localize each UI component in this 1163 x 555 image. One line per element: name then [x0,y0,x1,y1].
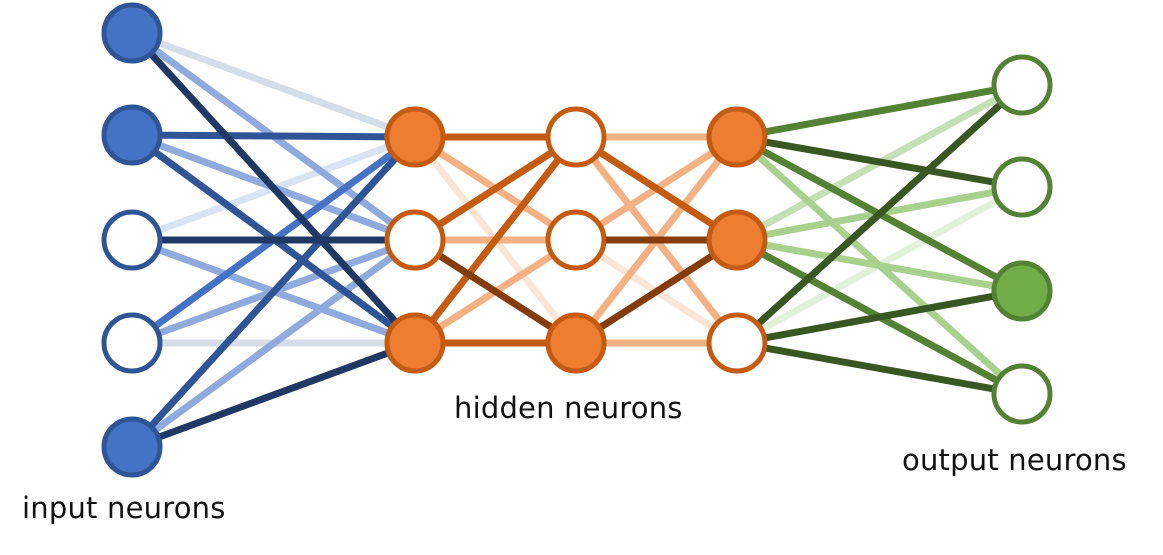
connection-i5-a3 [130,339,417,451]
connection-c3-o1 [734,82,1025,346]
output-neuron-o3-active [991,260,1053,322]
input-neuron-i2-active [101,104,163,166]
hidden-2-neuron-b1-inactive [545,106,607,168]
connection-i5-a2 [129,237,418,450]
connection-i5-a1 [129,134,418,450]
hidden-3-neuron-c2-active [706,209,768,271]
connection-i1-a1 [130,29,417,141]
hidden-3-neuron-c1-active [706,106,768,168]
neurons [101,2,1053,478]
output-neuron-o2-inactive [991,156,1053,218]
connection-c3-o3 [736,287,1023,347]
hidden-3-neuron-c3-inactive [706,312,768,374]
connection-c3-o4 [736,339,1023,398]
hidden-1-neuron-a2-inactive [384,209,446,271]
connection-a2-b1 [413,134,578,243]
hidden-2-neuron-b3-active [545,312,607,374]
connection-a3-b1 [412,134,579,346]
connection-c1-o2 [736,133,1023,191]
hidden-layer-label: hidden neurons [454,391,683,425]
connection-b1-c2 [574,134,739,243]
connection-b3-c2 [574,237,739,346]
input-neuron-i1-active [101,2,163,64]
hidden-1-neuron-a3-active [384,312,446,374]
connection-c1-o1 [736,81,1023,141]
connection-i1-a3 [129,30,418,346]
connection-a2-b3 [413,237,578,346]
output-neuron-o1-inactive [991,54,1053,116]
input-neuron-i5-active [101,416,163,478]
output-layer-label: output neurons [902,443,1127,477]
output-neuron-o4-inactive [991,363,1053,425]
input-neuron-i4-inactive [101,312,163,374]
connection-c2-o3 [736,236,1023,295]
input-neuron-i3-inactive [101,209,163,271]
connection-i2-a1 [131,131,416,141]
hidden-1-neuron-a1-active [384,106,446,168]
hidden-2-neuron-b2-inactive [545,209,607,271]
input-layer-label: input neurons [22,491,226,525]
